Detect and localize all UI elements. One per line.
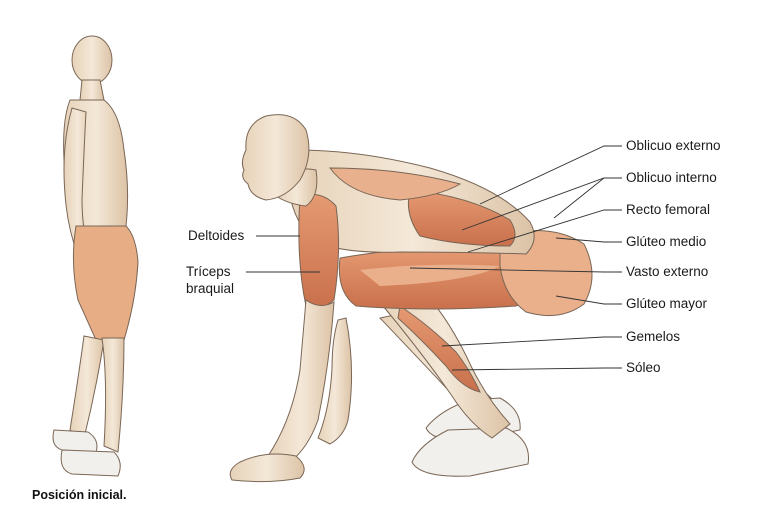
shoe-front [412, 428, 529, 476]
label-triceps: Tríceps [186, 264, 231, 280]
figure-caption: Posición inicial. [32, 488, 126, 502]
label-vasto-externo: Vasto externo [626, 264, 708, 280]
label-soleo: Sóleo [626, 360, 661, 376]
standing-shorts [73, 226, 138, 340]
leader-soleo [452, 368, 622, 370]
upper-arm [299, 194, 339, 308]
label-oblicuo-interno: Oblicuo interno [626, 170, 717, 186]
standing-head [72, 36, 112, 84]
label-oblicuo-externo: Oblicuo externo [626, 138, 721, 154]
standing-leg-front [102, 338, 124, 452]
standing-shoe-front [61, 450, 120, 476]
label-braquial: braquial [186, 281, 234, 297]
label-gluteo-medio: Glúteo medio [626, 234, 706, 250]
label-gemelos: Gemelos [626, 329, 680, 345]
crouching-figure [230, 115, 592, 482]
standing-figure [53, 36, 138, 476]
standing-neck [80, 80, 104, 100]
leader-gemelos [442, 337, 622, 346]
label-deltoides: Deltoides [188, 228, 244, 244]
standing-leg-back [70, 336, 104, 438]
hand [230, 454, 304, 482]
label-gluteo-mayor: Glúteo mayor [626, 296, 707, 312]
leader-oblicuo-externo [480, 146, 622, 204]
standing-shoe-back [53, 430, 97, 452]
label-recto-femoral: Recto femoral [626, 202, 710, 218]
